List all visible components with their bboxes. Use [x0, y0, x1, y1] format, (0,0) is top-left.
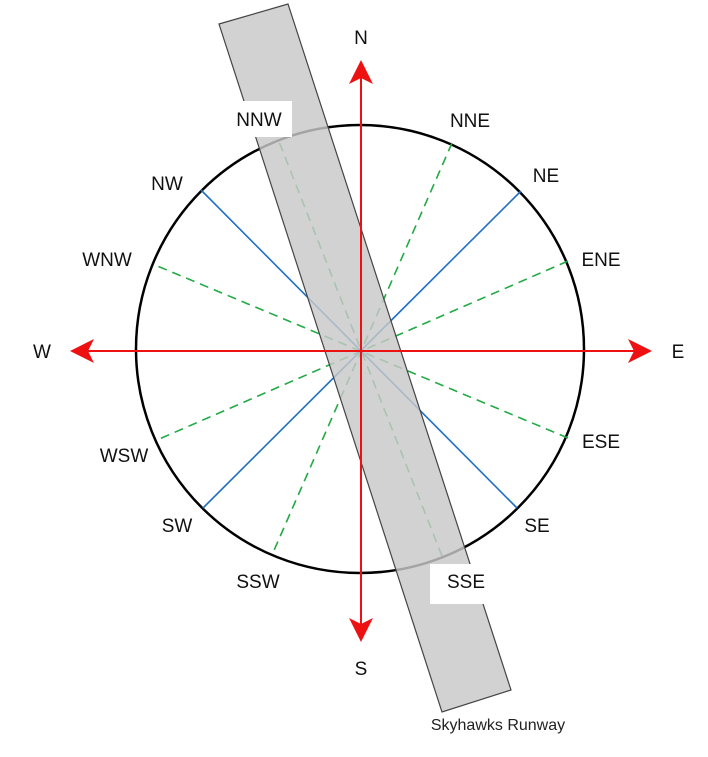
label-bg-nnw [226, 101, 292, 137]
arrow-east-icon [628, 339, 652, 363]
label-n: N [354, 28, 368, 49]
arrow-north-icon [349, 60, 373, 84]
label-e: E [672, 342, 685, 363]
label-bg-sse [430, 564, 500, 604]
runway [218, 3, 512, 713]
label-se: SE [524, 516, 549, 537]
cardinal-axes [82, 70, 641, 632]
arrowheads [70, 60, 652, 642]
arrow-south-icon [349, 618, 373, 642]
label-nnw: NNW [236, 110, 281, 131]
label-ese: ESE [582, 432, 620, 453]
label-nw: NW [151, 174, 183, 195]
label-ssw: SSW [236, 572, 279, 593]
arrow-west-icon [70, 339, 94, 363]
label-ene: ENE [581, 250, 620, 271]
label-wnw: WNW [82, 250, 132, 271]
label-ne: NE [533, 166, 559, 187]
label-nne: NNE [450, 111, 490, 132]
label-wsw: WSW [100, 446, 149, 467]
label-sse: SSE [447, 572, 485, 593]
label-w: W [33, 342, 51, 363]
label-sw: SW [162, 516, 193, 537]
label-s: S [355, 659, 368, 680]
runway-label: Skyhawks Runway [431, 717, 565, 734]
